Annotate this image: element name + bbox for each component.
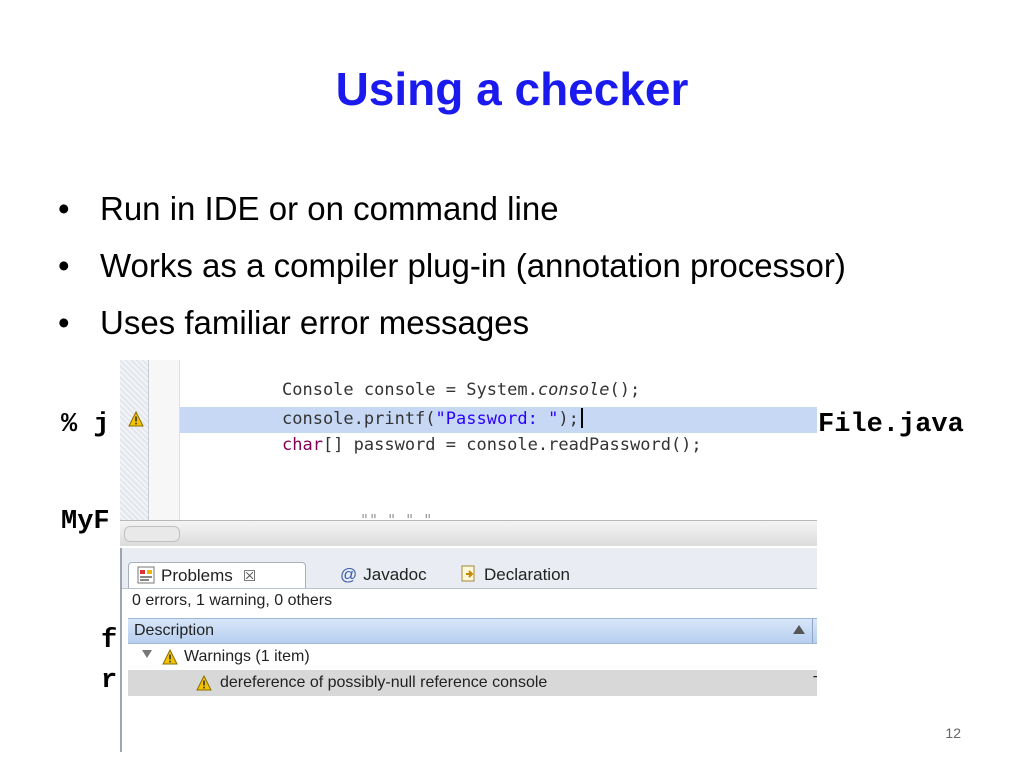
problems-summary: 0 errors, 1 warning, 0 others — [132, 592, 333, 609]
bullet-text: Run in IDE or on command line — [100, 190, 559, 227]
editor-horizontal-scrollbar[interactable] — [120, 520, 817, 546]
view-tab-bar: Problems ☒ @ Javadoc Declaration — [122, 548, 817, 589]
column-separator[interactable] — [812, 619, 813, 643]
command-output-line: f — [101, 626, 118, 656]
warning-resource-cell: T — [813, 674, 817, 692]
bullet-item: • Run in IDE or on command line — [58, 180, 846, 237]
command-line-filename: File.java — [818, 410, 964, 440]
scrollbar-thumb[interactable] — [124, 526, 180, 542]
command-line-prefix: % j — [61, 410, 110, 440]
problems-panel: Problems ☒ @ Javadoc Declaration 0 errors,… — [120, 548, 817, 752]
tab-problems-label: Problems — [161, 566, 233, 585]
current-line-highlight — [180, 407, 817, 433]
ide-screenshot: Console console = System.console(); cons… — [120, 360, 817, 752]
column-header-description[interactable]: Description R — [128, 618, 817, 644]
command-output-prefix: MyF — [61, 507, 110, 537]
at-icon: @ — [340, 565, 358, 584]
tree-row-warnings-group[interactable]: Warnings (1 item) — [128, 644, 817, 670]
warning-message: dereference of possibly-null reference c… — [220, 674, 548, 691]
slide-title: Using a checker — [335, 63, 689, 115]
tab-declaration-label: Declaration — [484, 565, 570, 584]
tree-row-warning-item[interactable]: dereference of possibly-null reference c… — [128, 670, 817, 696]
bullet-text: Works as a compiler plug-in (annotation … — [100, 247, 846, 284]
warning-icon[interactable] — [128, 411, 144, 427]
tab-declaration[interactable]: Declaration — [452, 562, 578, 588]
bullet-text: Uses familiar error messages — [100, 304, 530, 341]
tab-javadoc[interactable]: @ Javadoc — [332, 562, 435, 588]
declaration-icon — [461, 565, 475, 582]
bullet-glyph: • — [58, 190, 70, 227]
code-line: char[] password = console.readPassword()… — [282, 435, 702, 455]
bullet-item: • Works as a compiler plug-in (annotation… — [58, 237, 846, 294]
bullet-item: • Uses familiar error messages — [58, 294, 846, 351]
expand-triangle-icon[interactable] — [142, 650, 152, 658]
warning-icon — [162, 649, 178, 665]
bullet-list: • Run in IDE or on command line • Works as… — [58, 180, 846, 351]
close-icon[interactable]: ☒ — [242, 568, 257, 585]
tree-group-label: Warnings (1 item) — [184, 648, 310, 665]
tab-javadoc-label: Javadoc — [363, 565, 427, 584]
column-header-label: Description — [134, 622, 215, 639]
text-caret — [580, 408, 583, 428]
warning-icon — [196, 675, 212, 691]
code-line: console.printf("Password: "); — [282, 408, 583, 429]
problems-icon — [137, 566, 155, 584]
command-output-line: r — [101, 666, 118, 696]
bullet-glyph: • — [58, 304, 70, 341]
tab-problems[interactable]: Problems ☒ — [128, 562, 306, 588]
sort-ascending-icon[interactable] — [793, 625, 805, 634]
editor-ruler — [120, 360, 149, 520]
code-line: Console console = System.console(); — [282, 380, 641, 400]
bullet-glyph: • — [58, 247, 70, 284]
editor-gutter — [149, 360, 180, 520]
code-editor[interactable]: Console console = System.console(); cons… — [120, 360, 817, 546]
page-number: 12 — [945, 725, 961, 741]
